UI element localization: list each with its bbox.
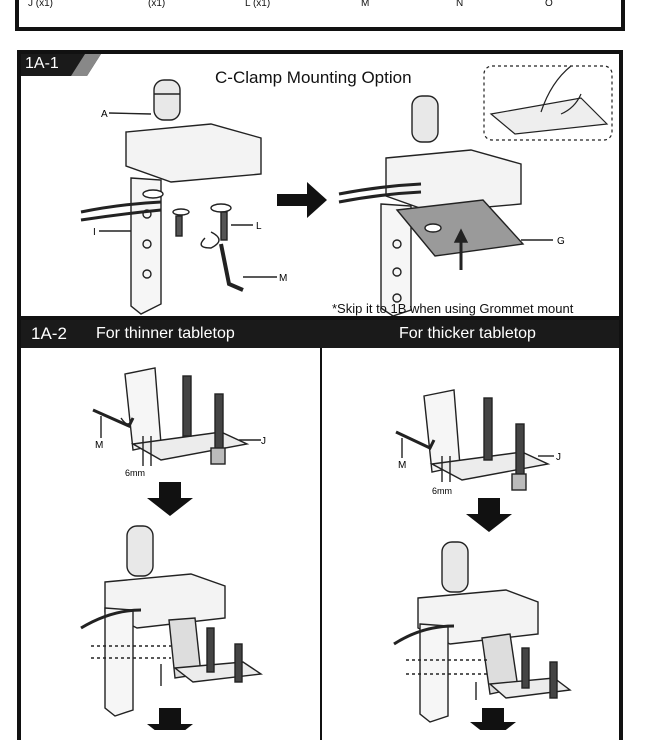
label-m-thick: M: [398, 460, 406, 471]
gap-label-thin: 6mm: [125, 468, 145, 478]
peel-film-inset: [483, 65, 613, 141]
skip-note: *Skip it to 1B when using Grommet mount: [332, 301, 574, 316]
section-1a1: 1A-1 C-Clamp Mounting Option A I L: [17, 50, 623, 320]
down-arrow-icon: [147, 482, 193, 516]
label-j-thin: J: [261, 436, 266, 447]
section-tag-1a1: 1A-1: [25, 55, 59, 72]
thinner-tabletop-title: For thinner tabletop: [96, 325, 235, 342]
part-label-l: L (x1): [245, 0, 271, 9]
label-l: L: [256, 221, 262, 232]
label-j-thick: J: [556, 452, 561, 463]
section-tag-1a2: 1A-2: [31, 324, 67, 343]
bracket-top-thin: [92, 367, 261, 466]
clamp-assembly-after: [338, 95, 553, 316]
part-label-j: J (x1): [28, 0, 53, 9]
part-label-m: M: [361, 0, 370, 9]
section-header-1a2: 1A-2 For thinner tabletop For thicker ta…: [21, 320, 619, 348]
part-label-o: O: [545, 0, 553, 9]
section-title-c-clamp: C-Clamp Mounting Option: [215, 68, 412, 87]
clamp-assembled-thick: [393, 541, 572, 723]
step-arrow-icon: [277, 182, 327, 218]
label-a: A: [101, 109, 108, 120]
label-i: I: [93, 227, 96, 238]
gap-label-thick: 6mm: [432, 486, 452, 496]
c-clamp-illustration: A I L M G: [80, 65, 613, 316]
part-label-n: N: [456, 0, 464, 9]
label-g: G: [557, 236, 565, 247]
label-m: M: [279, 273, 287, 284]
parts-strip: J (x1) (x1) L (x1) M N O: [0, 0, 663, 36]
part-label-k: (x1): [148, 0, 166, 9]
thicker-tabletop-illustration: M J 6mm: [393, 389, 572, 730]
clamp-assembled-thin: [80, 525, 263, 717]
column-divider: [320, 348, 322, 740]
bracket-top-thick: [395, 389, 554, 491]
down-arrow-icon-thick-2: [470, 708, 516, 730]
parts-strip-frame: [0, 0, 663, 31]
section-tag-bg: [21, 54, 101, 76]
thinner-tabletop-illustration: M J 6mm: [80, 367, 266, 730]
thicker-tabletop-title: For thicker tabletop: [399, 325, 536, 342]
clamp-assembly-before: [80, 79, 277, 315]
label-m-thin: M: [95, 440, 103, 451]
section-1a2: 1A-2 For thinner tabletop For thicker ta…: [17, 320, 623, 740]
down-arrow-icon-2: [147, 708, 193, 730]
down-arrow-icon-thick: [466, 498, 512, 532]
